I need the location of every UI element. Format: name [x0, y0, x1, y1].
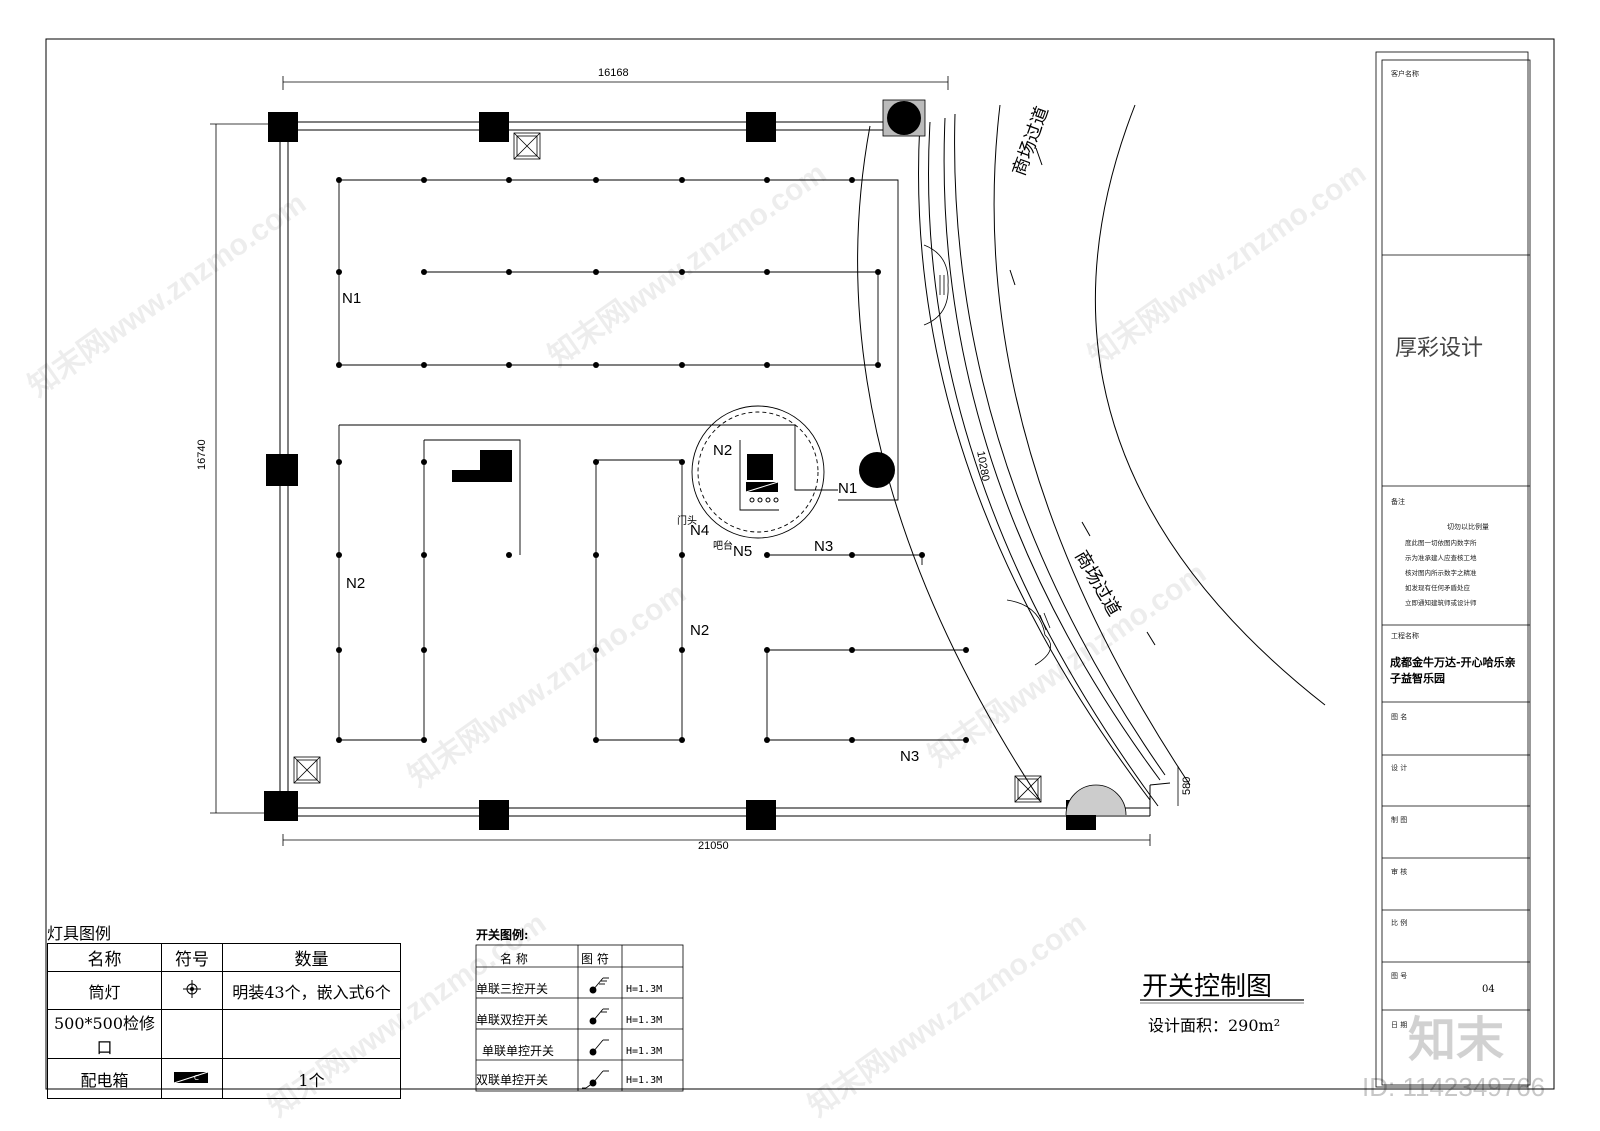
- switch-row-height: H=1.3M: [626, 1046, 663, 1057]
- circuit-label-n1: N1: [342, 290, 362, 307]
- switch-header-symbol: 图 符: [581, 952, 609, 966]
- circuit-label-n4: N4: [690, 522, 710, 539]
- circuit-label-n1-right: N1: [838, 480, 858, 497]
- switch-row-name: 单联双控开关: [476, 1013, 549, 1027]
- design-area: 设计面积：290m²: [1148, 1016, 1281, 1035]
- lamp-row-name: 500*500检修口: [47, 1009, 162, 1059]
- id-watermark: ID: 1142349766: [1362, 1072, 1546, 1102]
- circuit-label-n2-circle: N2: [713, 442, 733, 459]
- access-panels: [293, 132, 1042, 803]
- client-name-label: 客户名称: [1391, 70, 1419, 78]
- svg-text:C: C: [194, 1074, 199, 1082]
- door-head-note: 门头: [677, 516, 697, 527]
- structural-columns: [264, 112, 1096, 830]
- lamp-header-symbol: 符号: [161, 943, 223, 972]
- remarks-line: 核对图内所示数字之精准: [1405, 569, 1477, 577]
- circuit-label-n5: N5: [733, 543, 753, 560]
- storefront-doors: [923, 244, 1052, 666]
- downlight-icon: [161, 971, 223, 1010]
- date-label: 日 期: [1391, 1021, 1408, 1029]
- top-width-dimension: 16168: [598, 67, 629, 79]
- project-name: 成都金牛万达-开心哈乐亲子益智乐园: [1390, 656, 1516, 685]
- drawing-no-label: 图 号: [1391, 972, 1408, 980]
- remarks-line: 切勿以比例量: [1447, 523, 1489, 531]
- drawing-title: 开关控制图: [1142, 972, 1273, 1002]
- bar-note: 吧台: [713, 541, 733, 552]
- distribution-box: [745, 481, 779, 503]
- lamp-row-qty: [222, 1009, 401, 1059]
- switch-row-height: H=1.3M: [626, 984, 663, 995]
- design-label: 设 计: [1391, 764, 1408, 772]
- switch-header-name: 名 称: [500, 952, 528, 966]
- switch-row-name: 单联单控开关: [482, 1044, 555, 1058]
- switch-legend-title: 开关图例:: [476, 928, 529, 942]
- lamp-row-name: 筒灯: [47, 971, 162, 1010]
- dimension-lines: [210, 76, 1179, 846]
- remarks-label: 备注: [1391, 498, 1405, 506]
- switch-row-height: H=1.3M: [626, 1075, 663, 1086]
- lamp-header-name: 名称: [47, 943, 162, 972]
- scale-label: 比 例: [1391, 919, 1408, 927]
- remarks-line: 立即通知建筑师或设计师: [1405, 599, 1477, 607]
- downlight-points: [336, 177, 969, 743]
- switch-symbols: [582, 977, 609, 1089]
- remarks-line: 示为准承建人应查核工地: [1405, 554, 1477, 562]
- corridor-markers: [1009, 147, 1156, 646]
- switch-row-height: H=1.3M: [626, 1015, 663, 1026]
- circuit-label-n2-left: N2: [346, 575, 366, 592]
- lamp-row-qty: 1个: [222, 1058, 401, 1099]
- remarks-line: 度此图一切依图内数字所: [1405, 539, 1477, 547]
- switch-legend-grid: [475, 944, 684, 1092]
- switch-row-name: 单联三控开关: [476, 982, 549, 996]
- drawing-name-label: 图 名: [1391, 713, 1408, 721]
- circuit-label-n3-lower: N3: [900, 748, 920, 765]
- access-panel-symbol: [161, 1009, 223, 1059]
- corner-offset-dimension: 580: [1181, 776, 1193, 795]
- switch-row-name: 双联单控开关: [476, 1073, 549, 1087]
- project-name-label: 工程名称: [1391, 632, 1419, 640]
- lamp-legend-title: 灯具图例: [47, 924, 112, 943]
- lamp-header-qty: 数量: [222, 943, 401, 972]
- title-block-frame: [1375, 51, 1531, 1088]
- lamp-legend-table: 名称 符号 数量 筒灯 明装43个，嵌入式6个 500*500检修口 配电箱 C…: [47, 943, 401, 1099]
- company-name: 厚彩设计: [1395, 336, 1484, 361]
- review-label: 审 核: [1391, 868, 1408, 876]
- circuit-label-n2-mid: N2: [690, 622, 710, 639]
- lighting-circuits: [338, 179, 966, 741]
- circuit-label-n3-upper: N3: [814, 538, 834, 555]
- drawing-number: 04: [1482, 984, 1495, 995]
- remarks-line: 如发现有任何矛盾处应: [1405, 584, 1470, 592]
- brand-watermark: 知末: [1408, 1012, 1505, 1068]
- bottom-width-dimension: 21050: [698, 840, 729, 852]
- left-height-dimension: 16740: [196, 439, 208, 470]
- distribution-box-icon: C: [161, 1058, 223, 1099]
- drafting-label: 制 图: [1391, 816, 1408, 824]
- lamp-row-qty: 明装43个，嵌入式6个: [222, 971, 401, 1010]
- lamp-row-name: 配电箱: [47, 1058, 162, 1099]
- building-walls: [279, 104, 1326, 817]
